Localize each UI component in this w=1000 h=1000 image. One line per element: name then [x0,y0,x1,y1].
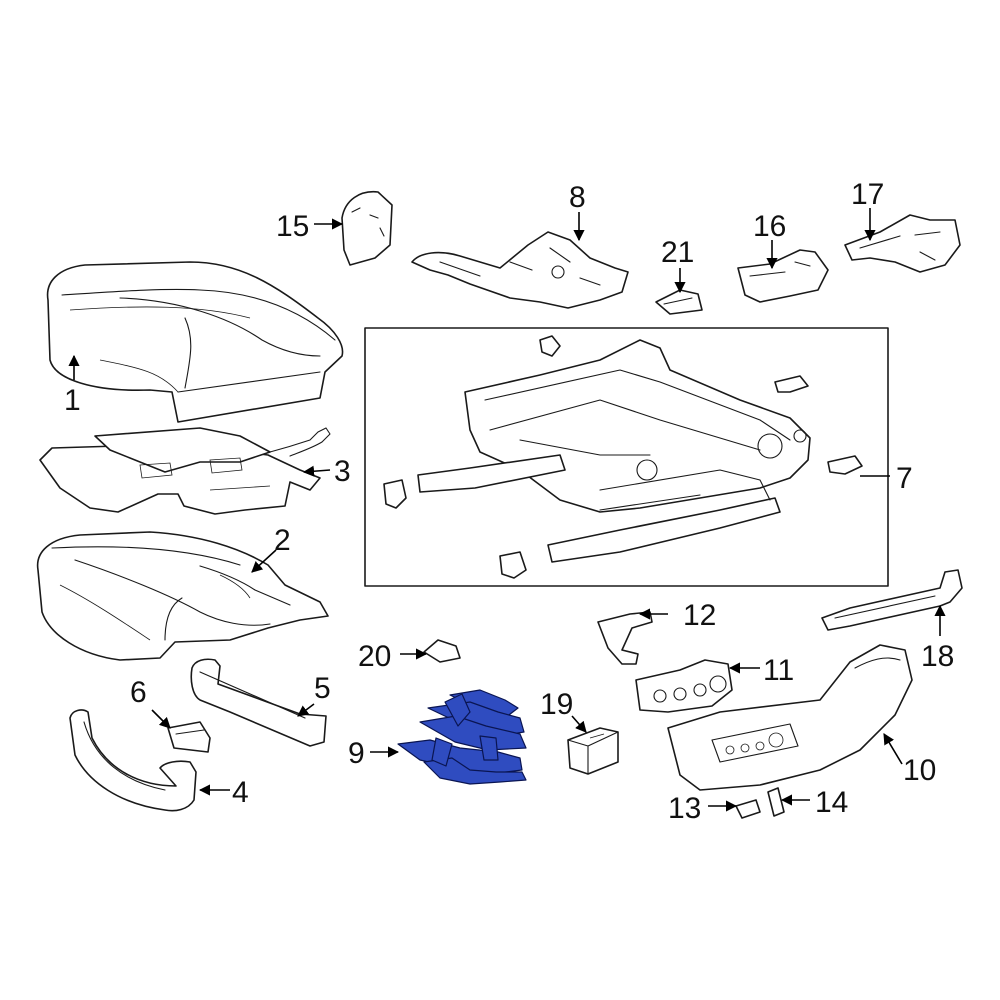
callout-5: 5 [314,672,331,705]
part-21-bracket[interactable] [655,289,703,315]
callout-16: 16 [753,210,786,243]
callout-18: 18 [921,640,954,673]
part-7-seat-frame[interactable] [364,327,889,587]
callout-7: 7 [896,462,913,495]
callout-3: 3 [334,455,351,488]
part-1-cushion-cover[interactable] [46,261,344,423]
callout-12: 12 [683,599,716,632]
leader-lines [68,208,946,812]
part-17-bracket[interactable] [844,214,961,273]
part-6-clip[interactable] [167,721,211,753]
callout-19: 19 [540,688,573,721]
part-19-block[interactable] [567,727,619,775]
callout-9: 9 [348,737,365,770]
part-12-lever[interactable] [597,611,653,665]
part-10-side-panel[interactable] [667,644,913,791]
part-11-switch[interactable] [635,659,733,713]
callout-8: 8 [569,181,586,214]
part-16-bracket[interactable] [737,249,829,303]
callout-21: 21 [661,236,694,269]
callout-17: 17 [851,178,884,211]
part-4-side-trim[interactable] [69,709,197,812]
part-15-cover[interactable] [341,191,393,266]
part-5-trim-bar[interactable] [190,658,327,747]
callout-13: 13 [668,792,701,825]
part-20-clip[interactable] [423,639,461,663]
part-14-knob[interactable] [767,787,785,817]
callout-11: 11 [763,654,794,687]
part-9-wire-harness[interactable] [397,689,527,785]
callout-10: 10 [903,754,936,787]
part-8-recliner[interactable] [411,231,629,309]
callout-14: 14 [815,786,848,819]
callout-labels: 1 2 3 4 5 6 7 8 9 10 11 12 13 14 15 16 1… [64,178,954,825]
part-3-seat-heater[interactable] [39,427,331,515]
callout-15: 15 [276,210,309,243]
callout-2: 2 [274,524,291,557]
part-13-knob[interactable] [735,799,761,819]
part-18-rail[interactable] [821,569,963,631]
callout-1: 1 [64,384,81,417]
callout-20: 20 [358,640,391,673]
callout-6: 6 [130,676,147,709]
callout-4: 4 [232,776,249,809]
